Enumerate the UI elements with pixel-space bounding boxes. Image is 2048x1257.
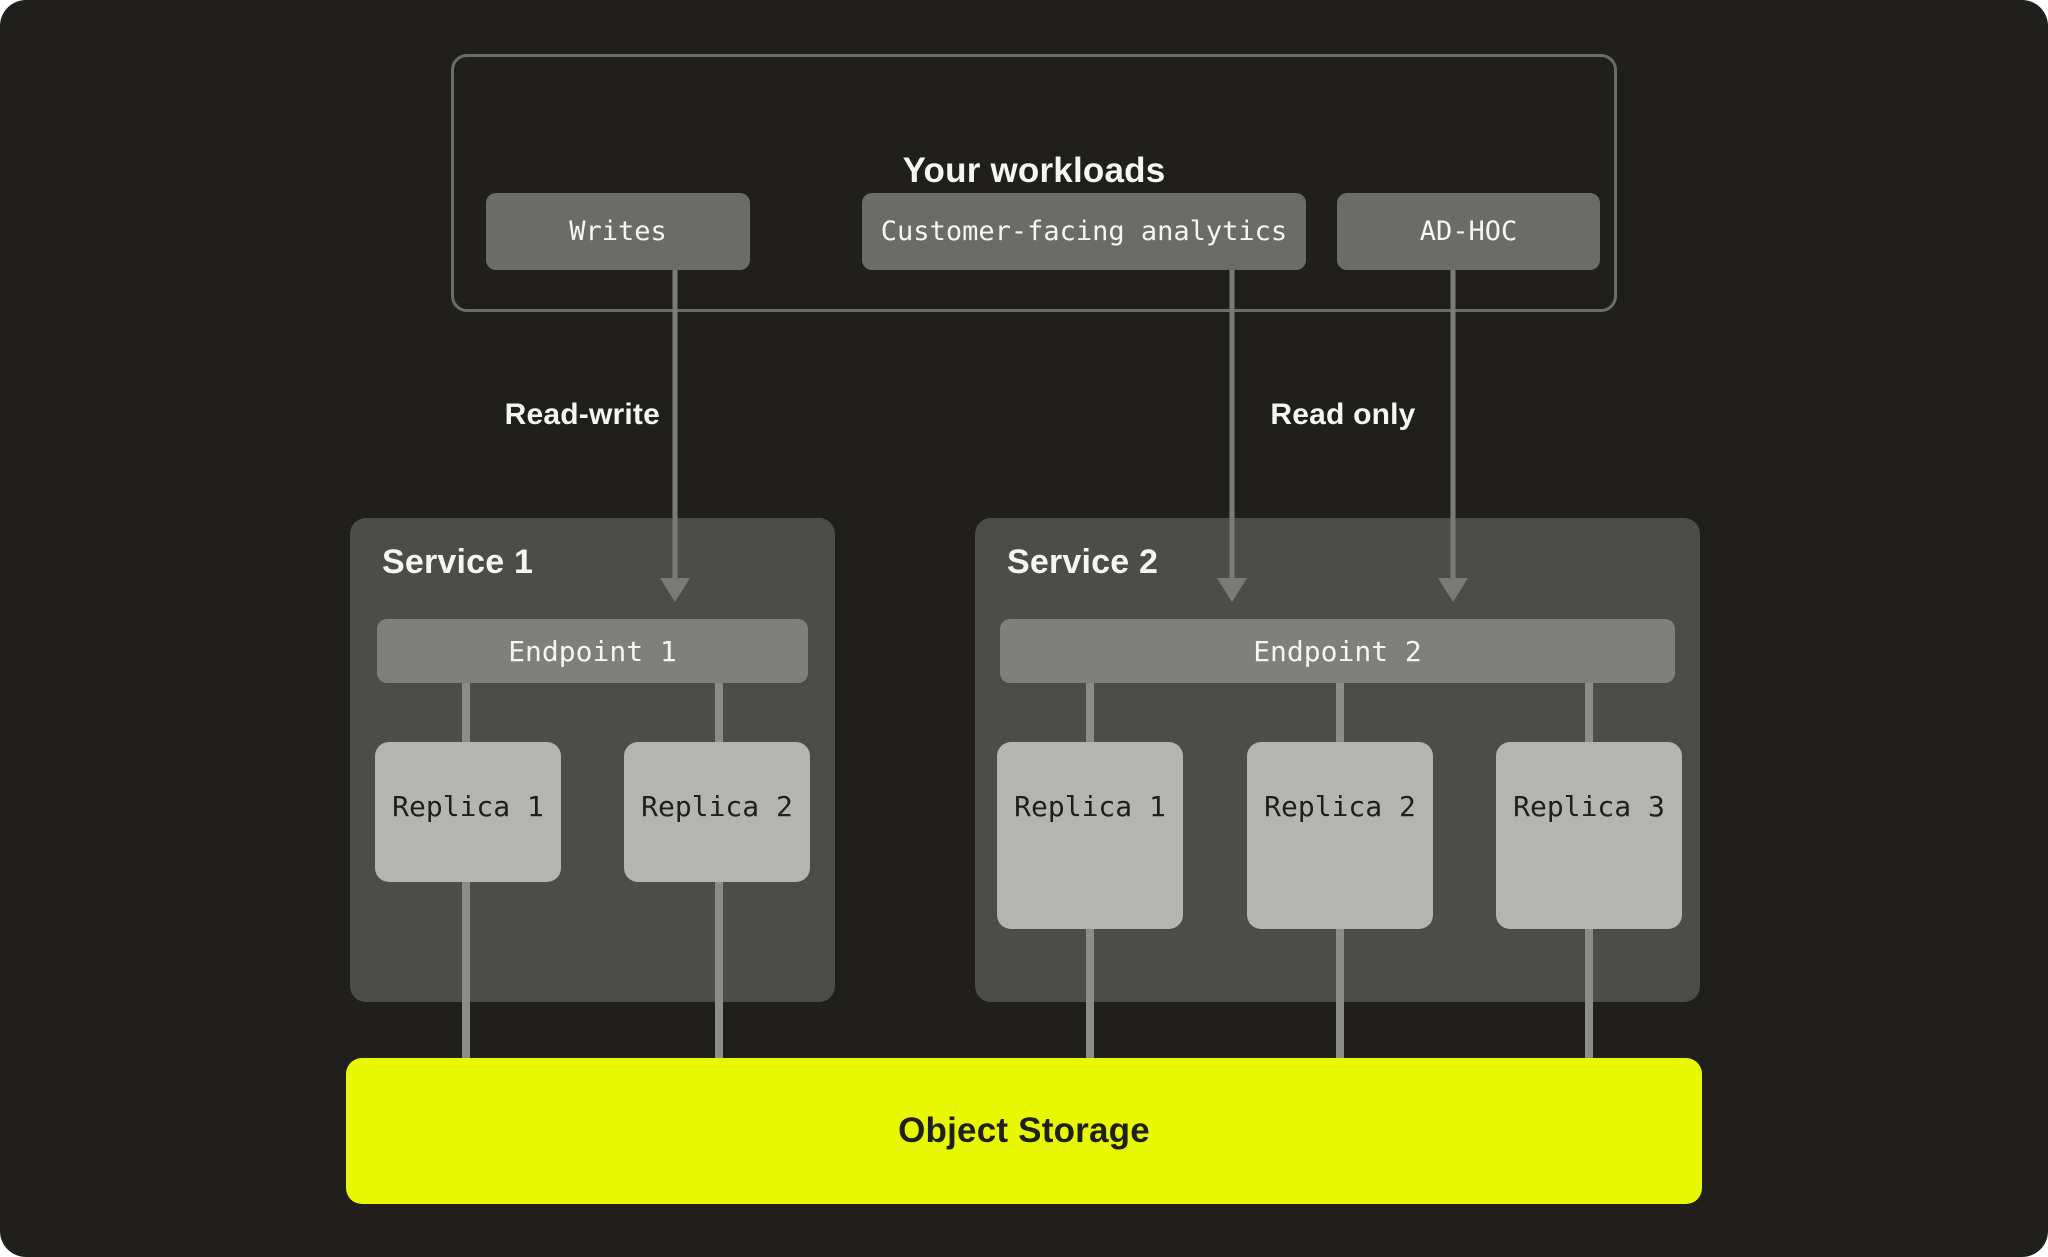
service-2-title: Service 2	[1007, 543, 1159, 581]
service-2-replica-2: Replica 2	[1247, 742, 1433, 929]
workload-chip-customer-facing-analytics: Customer-facing analytics	[862, 193, 1306, 270]
arrow-shaft	[672, 270, 678, 580]
service-2-endpoint: Endpoint 2	[1000, 619, 1675, 683]
workload-chip-writes: Writes	[486, 193, 750, 270]
service-2-replica-1: Replica 1	[997, 742, 1183, 929]
object-storage-box: Object Storage	[346, 1058, 1702, 1204]
service-1-replica-2: Replica 2	[624, 742, 810, 882]
service-2-box: Service 2 Endpoint 2 Replica 1 Replica 2…	[975, 518, 1700, 1002]
workloads-panel: Your workloads Writes Customer-facing an…	[451, 54, 1617, 312]
service-1-box: Service 1 Endpoint 1 Replica 1 Replica 2	[350, 518, 835, 1002]
object-storage-label: Object Storage	[898, 1111, 1150, 1150]
arrow-shaft	[1229, 270, 1235, 580]
service-1-endpoint: Endpoint 1	[377, 619, 808, 683]
workload-chip-ad-hoc: AD-HOC	[1337, 193, 1600, 270]
arrow-shaft	[1450, 270, 1456, 580]
arrow-adhoc-to-endpoint2	[1438, 270, 1468, 602]
arrowhead-down-icon	[660, 578, 690, 602]
service-2-replica-3: Replica 3	[1496, 742, 1682, 929]
edge-label-read-only: Read only	[1270, 398, 1416, 431]
service-1-title: Service 1	[382, 543, 534, 581]
arrowhead-down-icon	[1217, 578, 1247, 602]
arrow-analytics-to-endpoint2	[1217, 270, 1247, 602]
workloads-title: Your workloads	[902, 151, 1166, 190]
service-1-replica-1: Replica 1	[375, 742, 561, 882]
arrow-writes-to-endpoint1	[660, 270, 690, 602]
arrowhead-down-icon	[1438, 578, 1468, 602]
edge-label-read-write: Read-write	[504, 398, 660, 431]
